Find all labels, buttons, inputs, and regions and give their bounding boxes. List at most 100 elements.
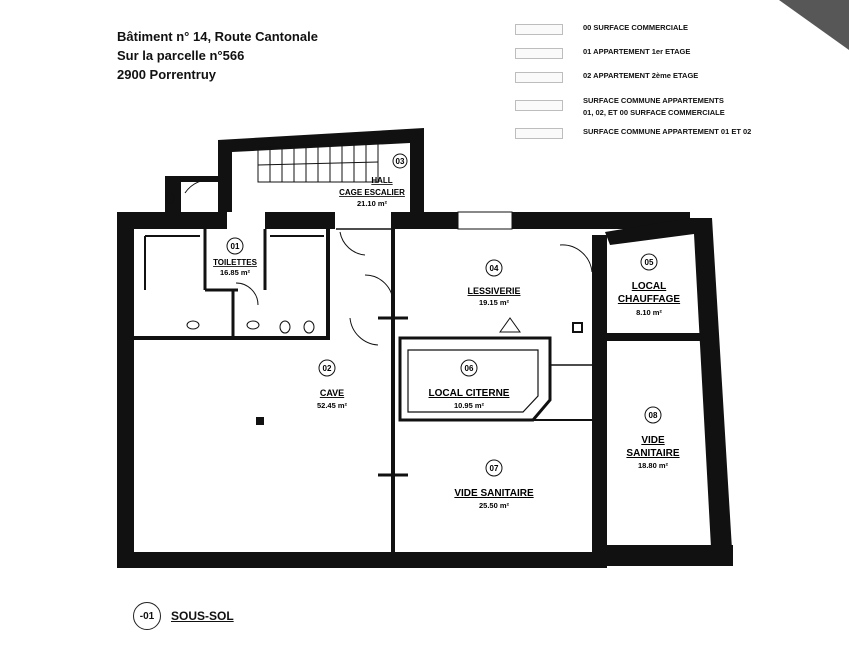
room-number: 02 bbox=[323, 364, 332, 373]
room-number-badge bbox=[485, 259, 503, 277]
room-number-badge bbox=[640, 253, 658, 271]
exterior-walls bbox=[117, 128, 733, 568]
legend-swatch bbox=[515, 100, 563, 111]
citerne-room bbox=[398, 336, 552, 422]
room-chauffage: 05 LOCAL CHAUFFAGE 8.10 m² bbox=[618, 253, 681, 317]
room-number: 01 bbox=[231, 242, 240, 251]
room-area: 16.85 m² bbox=[220, 268, 251, 277]
legend-item-apartment-1: 01 APPARTEMENT 1er ETAGE bbox=[515, 46, 690, 59]
room-lessiverie: 04 LESSIVERIE 19.15 m² bbox=[467, 259, 521, 307]
room-number: 07 bbox=[490, 464, 499, 473]
room-hall: 03 HALL CAGE ESCALIER 21.10 m² bbox=[339, 153, 408, 208]
wall-north-toilets bbox=[117, 212, 227, 229]
staircase bbox=[257, 140, 379, 183]
room-name: VIDE SANITAIRE bbox=[454, 488, 534, 499]
level-label: -01 SOUS-SOL bbox=[133, 602, 234, 630]
room-area: 25.50 m² bbox=[479, 501, 510, 510]
legend-label: 00 SURFACE COMMERCIALE bbox=[583, 23, 689, 32]
room-name: LOCAL CITERNE bbox=[429, 388, 510, 399]
room-name: HALL bbox=[371, 176, 392, 185]
room-name: LOCAL bbox=[632, 281, 666, 292]
door-arc bbox=[235, 282, 259, 306]
room-number-badge bbox=[226, 237, 244, 255]
legend-label: SURFACE COMMUNE APPARTEMENTS 01, 02, ET … bbox=[583, 95, 725, 119]
header-city: 2900 Porrentruy bbox=[117, 67, 216, 82]
legend-item-commercial: 00 SURFACE COMMERCIALE bbox=[515, 22, 688, 35]
room-number: 08 bbox=[649, 411, 658, 420]
wall-north-laundry-2 bbox=[512, 212, 690, 229]
legend-label-line1: SURFACE COMMUNE APPARTEMENTS bbox=[583, 96, 724, 105]
legend-item-common-apartments: SURFACE COMMUNE APPARTEMENT 01 ET 02 bbox=[515, 126, 751, 139]
fixtures bbox=[165, 192, 583, 425]
room-name: CHAUFFAGE bbox=[618, 294, 681, 305]
legend-item-common-all: SURFACE COMMUNE APPARTEMENTS 01, 02, ET … bbox=[515, 95, 725, 119]
room-citerne: 06 LOCAL CITERNE 10.95 m² bbox=[429, 359, 510, 410]
interior-walls bbox=[134, 140, 593, 552]
citerne-tank bbox=[407, 349, 539, 413]
legend-swatch bbox=[515, 72, 563, 83]
wall-entrance-top bbox=[165, 176, 220, 182]
room-number: 06 bbox=[465, 364, 474, 373]
room-name: CAVE bbox=[320, 388, 344, 398]
wall-chauffage-west bbox=[592, 235, 607, 565]
wall-south-east bbox=[595, 545, 733, 566]
room-vide-sanitaire: 07 VIDE SANITAIRE 25.50 m² bbox=[454, 459, 534, 510]
door-arc bbox=[349, 317, 379, 346]
room-vide-sanitaire-east: 08 VIDE SANITAIRE 18.80 m² bbox=[626, 406, 680, 470]
room-cave: 02 CAVE 52.45 m² bbox=[317, 359, 348, 410]
legend-item-apartment-2: 02 APPARTEMENT 2ème ETAGE bbox=[515, 70, 698, 83]
wall-chauffage-south bbox=[600, 333, 700, 341]
wall-north-toilets-2 bbox=[265, 212, 335, 229]
toilet bbox=[279, 320, 291, 334]
room-area: 19.15 m² bbox=[479, 298, 510, 307]
legend-swatch bbox=[515, 24, 563, 35]
scan-corner-shadow bbox=[779, 0, 849, 50]
header-address: Bâtiment n° 14, Route Cantonale bbox=[117, 29, 318, 44]
sink bbox=[246, 320, 260, 330]
room-name: LESSIVERIE bbox=[467, 286, 520, 296]
room-area: 52.45 m² bbox=[317, 401, 348, 410]
door-arc bbox=[184, 179, 216, 194]
toilet bbox=[303, 320, 315, 334]
room-number: 04 bbox=[490, 264, 499, 273]
wall-hall bbox=[218, 128, 424, 212]
room-toilettes: 01 TOILETTES 16.85 m² bbox=[213, 237, 258, 277]
room-name: SANITAIRE bbox=[626, 448, 679, 459]
room-number-badge bbox=[485, 459, 503, 477]
pillar bbox=[572, 322, 583, 333]
room-area: 18.80 m² bbox=[638, 461, 669, 470]
sink bbox=[186, 320, 200, 330]
room-name: TOILETTES bbox=[213, 258, 258, 267]
room-number-badge bbox=[644, 406, 662, 424]
legend-swatch bbox=[515, 48, 563, 59]
vent bbox=[499, 317, 521, 333]
level-badge: -01 bbox=[133, 602, 161, 630]
room-area: 10.95 m² bbox=[454, 401, 485, 410]
room-name: CAGE ESCALIER bbox=[339, 188, 405, 197]
door-arc bbox=[339, 231, 366, 256]
room-number-badge bbox=[392, 153, 408, 169]
room-number-badge bbox=[318, 359, 336, 377]
legend-label-line2: 01, 02, ET 00 SURFACE COMMERCIALE bbox=[583, 108, 725, 117]
room-area: 8.10 m² bbox=[636, 308, 662, 317]
door-arc bbox=[364, 274, 394, 304]
legend-label: 02 APPARTEMENT 2ème ETAGE bbox=[583, 71, 699, 80]
wall-north-laundry bbox=[393, 212, 458, 229]
wall-east bbox=[605, 218, 733, 566]
room-name: VIDE bbox=[641, 435, 665, 446]
header-parcel: Sur la parcelle n°566 bbox=[117, 48, 245, 63]
wall-south bbox=[117, 552, 607, 568]
room-number-badge bbox=[460, 359, 478, 377]
wall-west bbox=[117, 212, 134, 566]
room-area: 21.10 m² bbox=[357, 199, 388, 208]
legend-label: SURFACE COMMUNE APPARTEMENT 01 ET 02 bbox=[583, 127, 752, 136]
legend-label: 01 APPARTEMENT 1er ETAGE bbox=[583, 47, 691, 56]
level-name: SOUS-SOL bbox=[171, 609, 234, 623]
toilet bbox=[165, 192, 175, 204]
room-number: 05 bbox=[645, 258, 654, 267]
door-arc bbox=[559, 244, 593, 273]
window bbox=[457, 211, 513, 230]
room-number: 03 bbox=[396, 157, 405, 166]
legend-swatch bbox=[515, 128, 563, 139]
